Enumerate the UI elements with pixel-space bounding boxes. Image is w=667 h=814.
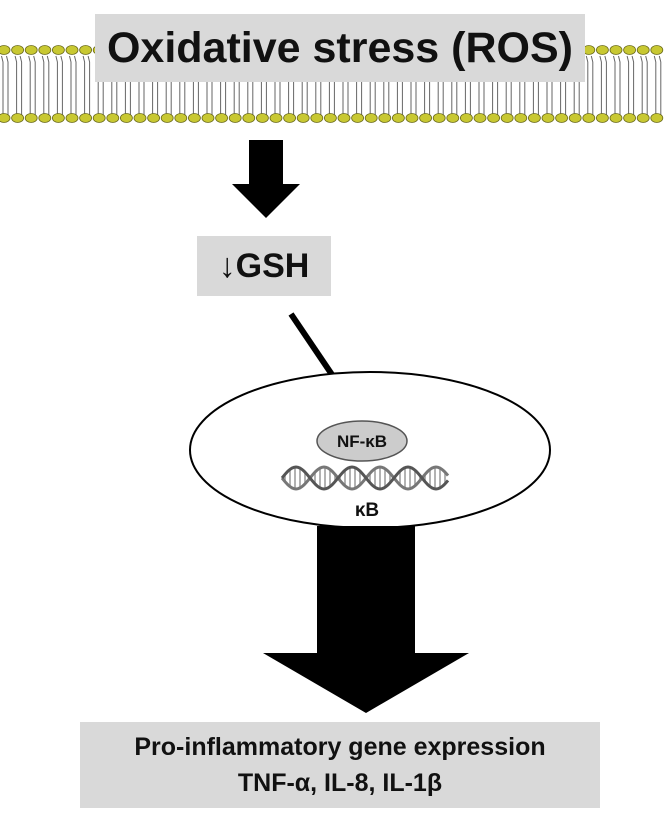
cytokine-list: TNF-α, IL-8, IL-1β xyxy=(237,769,443,797)
gene-expression-box: Pro-inflammatory gene expression TNF-α, … xyxy=(80,722,600,808)
nfkb-oval xyxy=(316,420,408,462)
gsh-box: ↓GSH xyxy=(197,236,331,296)
gsh-label: GSH xyxy=(235,247,310,285)
kb-site-label: κB xyxy=(355,500,379,521)
arrow-nfkb-to-genes xyxy=(263,526,469,713)
dna-helix-icon xyxy=(280,465,450,491)
nfkb-label: NF-κB xyxy=(337,432,387,451)
gene-expression-title: Pro-inflammatory gene expression xyxy=(134,733,546,761)
oxidative-stress-box: Oxidative stress (ROS) xyxy=(95,14,585,82)
arrow-ros-to-gsh xyxy=(232,140,300,218)
down-arrow-icon: ↓ xyxy=(218,247,236,285)
